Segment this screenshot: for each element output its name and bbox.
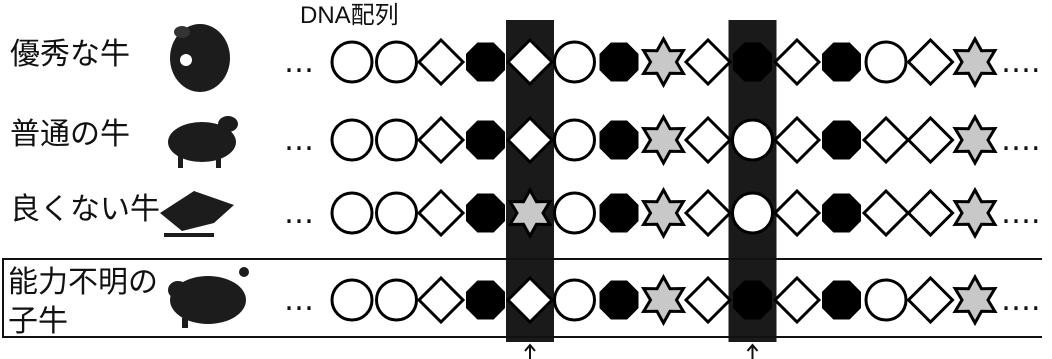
diamond-base — [906, 275, 955, 325]
diamond-base — [772, 275, 822, 325]
diamond-base — [416, 37, 466, 87]
diamond-base — [906, 188, 955, 238]
leading-ellipsis: … — [284, 283, 314, 318]
diamond-base — [772, 115, 822, 165]
calf-silhouette-icon-4-part — [170, 276, 246, 324]
octagon-base — [466, 42, 505, 82]
octagon-base — [466, 120, 505, 160]
calf-silhouette-icon-4-part — [182, 318, 188, 328]
cow-silhouette-icon-3 — [160, 191, 234, 237]
star-base — [952, 186, 998, 240]
circle-base — [330, 118, 374, 162]
octagon-base — [599, 42, 639, 82]
up-arrow-icon-1 — [524, 343, 536, 359]
cow-silhouette-icon-1-part — [174, 26, 190, 38]
circle-base — [553, 118, 596, 162]
star-base — [507, 186, 553, 240]
diamond-base — [772, 37, 822, 87]
octagon-base — [733, 280, 772, 320]
calf-silhouette-icon-4-part — [239, 267, 249, 277]
cow-silhouette-icon-3-part — [160, 191, 234, 231]
diamond-base — [683, 188, 733, 238]
octagon-base — [599, 280, 639, 320]
diamond-base — [861, 115, 911, 165]
circle-base — [731, 118, 774, 162]
diamond-base — [683, 115, 733, 165]
diamond-base — [505, 37, 555, 87]
cow-silhouette-icon-2-part — [168, 122, 236, 162]
cow-silhouette-icon-2-part — [178, 156, 183, 168]
circle-base — [375, 40, 418, 84]
circle-base — [553, 278, 596, 322]
star-base — [952, 35, 998, 89]
octagon-base — [599, 193, 639, 233]
diamond-base — [416, 275, 466, 325]
row-label-normal-cow: 普通の牛 — [10, 117, 130, 152]
row-label-excellent-cow: 優秀な牛 — [10, 37, 130, 72]
calf-silhouette-icon-4-part — [168, 281, 188, 299]
octagon-base — [822, 42, 861, 82]
circle-base — [375, 191, 418, 235]
star-base — [640, 35, 687, 89]
octagon-base — [822, 280, 861, 320]
trailing-ellipsis: …. — [1001, 283, 1041, 318]
leading-ellipsis: … — [284, 123, 314, 158]
dna-sequence-heading: DNA配列 — [300, 2, 399, 29]
circle-base — [731, 191, 774, 235]
leading-ellipsis: … — [284, 196, 314, 231]
cow-silhouette-icon-3-part — [164, 233, 214, 237]
trailing-ellipsis: …. — [1001, 123, 1041, 158]
star-base — [640, 113, 687, 167]
circle-base — [330, 40, 374, 84]
star-base — [640, 186, 687, 240]
cow-silhouette-icon-2-part — [216, 156, 221, 168]
circle-base — [864, 278, 908, 322]
diamond-base — [906, 37, 955, 87]
circle-base — [553, 191, 596, 235]
cow-silhouette-icon-2-part — [218, 116, 238, 132]
star-base — [952, 273, 998, 327]
leading-ellipsis: … — [284, 45, 314, 80]
calf-row-frame — [2, 258, 1042, 338]
cow-silhouette-icon-1-part — [170, 24, 230, 92]
row-label-poor-cow: 良くない牛 — [10, 192, 160, 227]
circle-base — [553, 40, 596, 84]
diamond-base — [861, 188, 911, 238]
diamond-base — [416, 115, 466, 165]
octagon-base — [733, 42, 772, 82]
diamond-base — [772, 188, 822, 238]
up-arrow-icon-2 — [746, 343, 759, 359]
calf-silhouette-icon-4 — [168, 267, 249, 328]
cow-silhouette-icon-1 — [170, 24, 230, 92]
circle-base — [375, 278, 418, 322]
octagon-base — [822, 193, 861, 233]
diamond-base — [505, 275, 555, 325]
diamond-base — [683, 275, 733, 325]
cow-silhouette-icon-1-part — [180, 54, 192, 66]
octagon-base — [466, 280, 505, 320]
row-label-calf-line1: 能力不明の — [8, 265, 158, 300]
circle-base — [375, 118, 418, 162]
diamond-base — [683, 37, 733, 87]
diamond-base — [906, 115, 955, 165]
star-base — [952, 113, 998, 167]
octagon-base — [822, 120, 861, 160]
cow-silhouette-icon-2 — [168, 116, 238, 168]
diamond-base — [416, 188, 466, 238]
trailing-ellipsis: …. — [1001, 45, 1041, 80]
circle-base — [330, 278, 374, 322]
octagon-base — [599, 120, 639, 160]
circle-base — [330, 191, 374, 235]
circle-base — [864, 40, 908, 84]
trailing-ellipsis: …. — [1001, 196, 1041, 231]
octagon-base — [466, 193, 505, 233]
diamond-base — [505, 115, 555, 165]
row-label-calf-line2: 子牛 — [8, 304, 68, 339]
star-base — [640, 273, 687, 327]
